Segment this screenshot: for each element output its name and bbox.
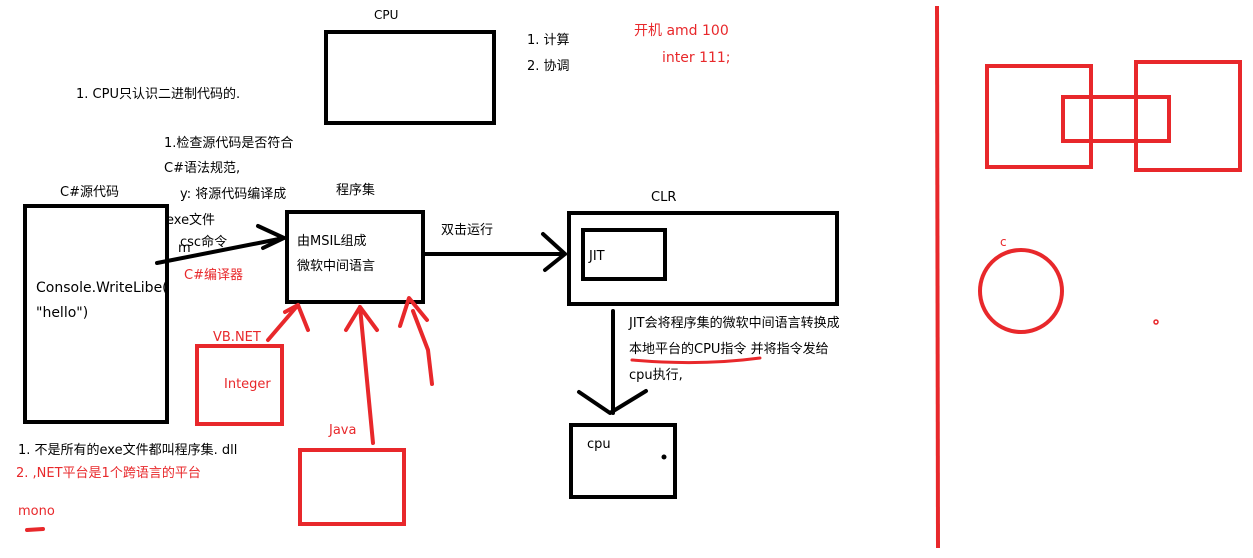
- clr-box: [567, 211, 839, 306]
- vbnet-inner-text: Integer: [224, 377, 271, 392]
- assembly-box: [285, 210, 425, 304]
- overlap-rect-left: [985, 64, 1093, 169]
- underline-cpu-instruction: [630, 356, 762, 365]
- vbnet-box: [195, 344, 284, 426]
- jit-note-line1: JIT会将程序集的微软中间语言转换成: [629, 316, 840, 331]
- arrow-assembly-to-clr: [423, 232, 567, 272]
- cpu-bottom-dot: [661, 454, 667, 460]
- red-circle: [978, 248, 1064, 334]
- source-code-box: [23, 204, 169, 424]
- compiler-note-4: exe文件: [166, 213, 216, 228]
- jit-note-line2: 本地平台的CPU指令 并将指令发给: [629, 342, 829, 358]
- cpu-bottom-box: [569, 423, 677, 499]
- cpu-bottom-label: cpu: [587, 437, 611, 452]
- cpu-function-1: 1. 计算: [527, 33, 570, 48]
- double-click-label: 双击运行: [441, 223, 494, 238]
- boot-note-line2: inter 111;: [662, 50, 731, 66]
- boot-note-line1: 开机 amd 100: [634, 23, 729, 39]
- overlap-rect-right: [1134, 60, 1242, 172]
- arrow-vbnet-to-assembly: [266, 303, 310, 342]
- assembly-title: 程序集: [336, 183, 376, 198]
- clr-title: CLR: [651, 190, 677, 205]
- mono-underline-mark: [25, 527, 45, 532]
- assembly-line2: 微软中间语言: [297, 259, 376, 274]
- cpu-function-2: 2. 协调: [527, 59, 570, 74]
- source-code-title: C#源代码: [60, 185, 119, 200]
- arrow-source-to-assembly: [155, 224, 286, 265]
- compiler-note-2: C#语法规范,: [164, 161, 241, 176]
- red-small-dot: [1153, 319, 1159, 325]
- source-code-line1: Console.WriteLibe(: [36, 280, 168, 296]
- jit-box: [581, 228, 667, 281]
- overlap-rect-middle: [1061, 95, 1171, 143]
- java-box: [298, 448, 406, 526]
- compiler-label: C#编译器: [184, 268, 243, 283]
- jit-note-line3: cpu执行,: [629, 368, 683, 383]
- compiler-note-5: csc命令: [180, 235, 228, 250]
- vertical-divider: [935, 5, 940, 549]
- circle-label: c: [1000, 235, 1007, 249]
- cpu-top-box: [324, 30, 496, 125]
- arrow-other-to-assembly: [398, 296, 434, 386]
- source-code-line2: "hello"): [36, 305, 89, 321]
- bottom-note-1: 1. 不是所有的exe文件都叫程序集. dll: [18, 443, 238, 458]
- arrow-clr-to-cpu: [577, 309, 648, 415]
- jit-note-highlight: 本地平台的CPU指令: [629, 342, 747, 357]
- assembly-line1: 由MSIL组成: [297, 234, 367, 249]
- compiler-note-3: y: 将源代码编译成: [180, 187, 287, 202]
- java-label: Java: [329, 423, 357, 438]
- jit-note-rest: 并将指令发给: [746, 342, 829, 357]
- compiler-note-6: m: [178, 241, 191, 256]
- compiler-note-1: 1.检查源代码是否符合: [164, 136, 294, 151]
- vbnet-label: VB.NET: [213, 330, 261, 345]
- bottom-note-3: mono: [18, 504, 55, 519]
- jit-label: JIT: [589, 249, 605, 264]
- cpu-top-title: CPU: [374, 8, 399, 22]
- bottom-note-2: 2. ,NET平台是1个跨语言的平台: [16, 466, 201, 481]
- cpu-binary-note: 1. CPU只认识二进制代码的.: [76, 87, 241, 102]
- arrow-java-to-assembly: [344, 305, 379, 445]
